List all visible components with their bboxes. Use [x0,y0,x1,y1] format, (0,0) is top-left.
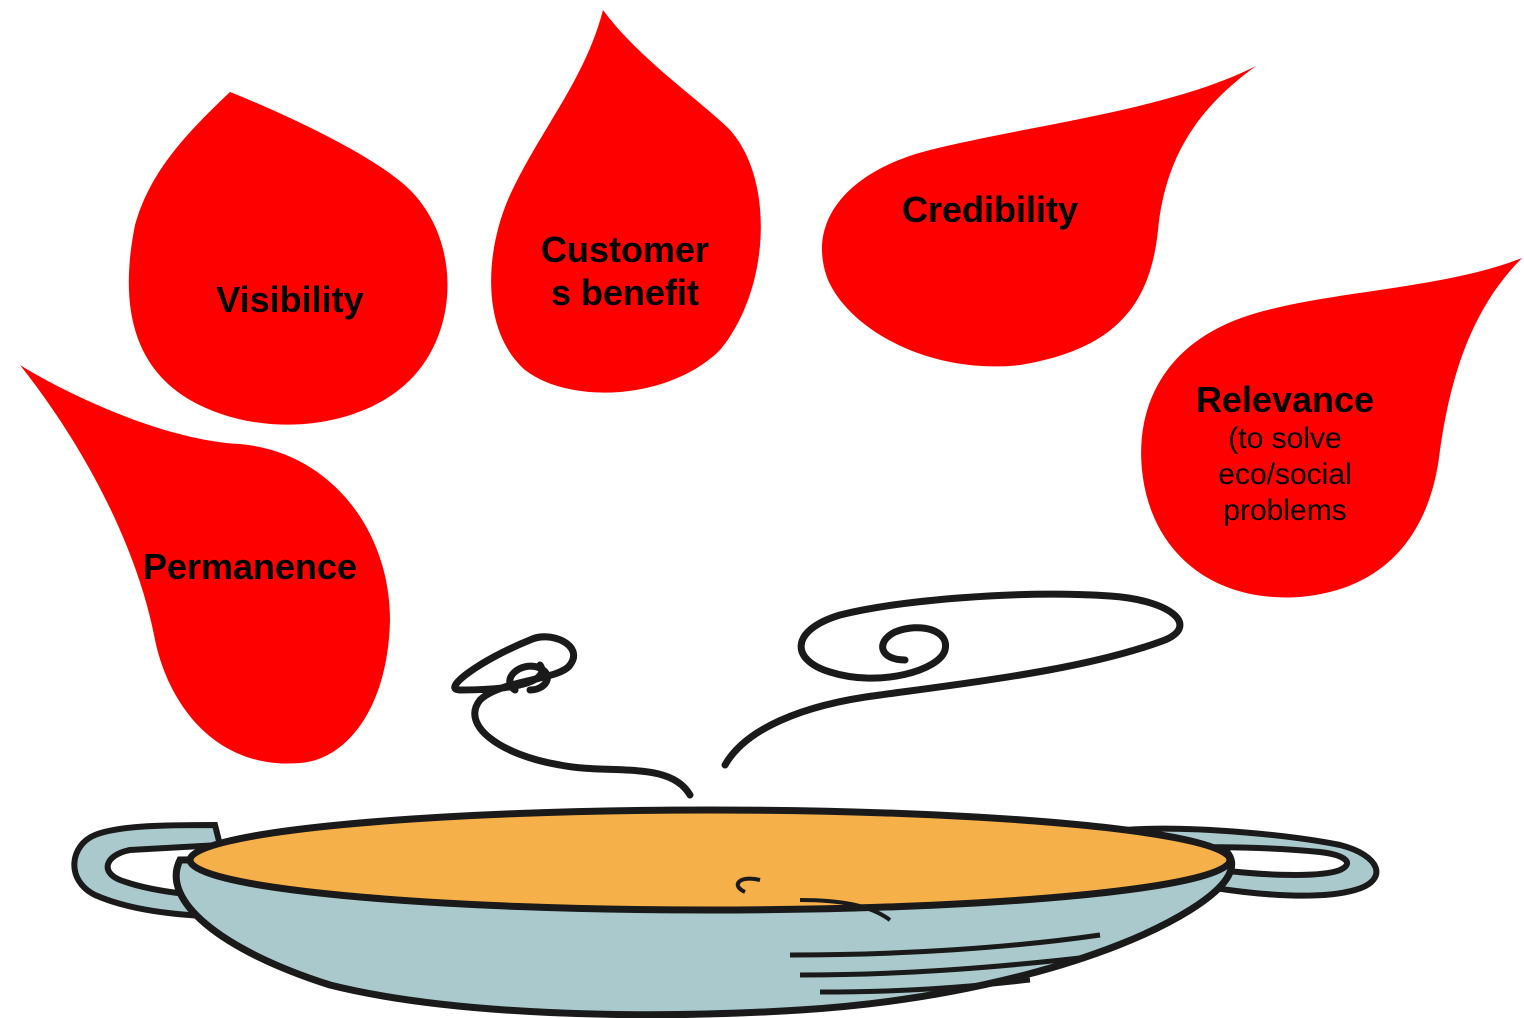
label-visibility: Visibility [190,278,390,321]
label-permanence-text: Permanence [142,546,358,587]
drop-visibility [128,92,448,425]
drop-permanence [20,365,390,764]
label-relevance-text: Relevance [1195,379,1375,420]
label-customers-benefit: Customer s benefit [515,228,735,314]
steam-swirl-right [721,590,1184,769]
steam-swirl-left-inner [506,662,551,694]
label-customers-benefit-line2: s benefit [550,272,700,314]
label-relevance-sub-line3: problems [1223,494,1347,528]
soup-surface [186,806,1234,914]
label-credibility: Credibility [870,188,1110,231]
drop-customers-benefit [491,10,761,393]
label-credibility-text: Credibility [901,189,1079,230]
steam-swirl-left [451,633,694,799]
label-customers-benefit-line1: Customer [540,229,710,270]
soup-pot-icon [71,806,1380,1018]
label-relevance-sub-line2: eco/social [1218,458,1352,492]
label-permanence: Permanence [120,545,380,588]
label-relevance: Relevance (to solve eco/social problems [1165,378,1405,529]
drop-relevance [1141,258,1522,598]
label-relevance-sub-line1: (to solve [1228,422,1342,456]
pot-stripes [789,932,1101,995]
steam-icon [451,590,1184,799]
drop-credibility [821,66,1256,367]
soup-detail [735,876,892,922]
label-visibility-text: Visibility [216,279,364,320]
